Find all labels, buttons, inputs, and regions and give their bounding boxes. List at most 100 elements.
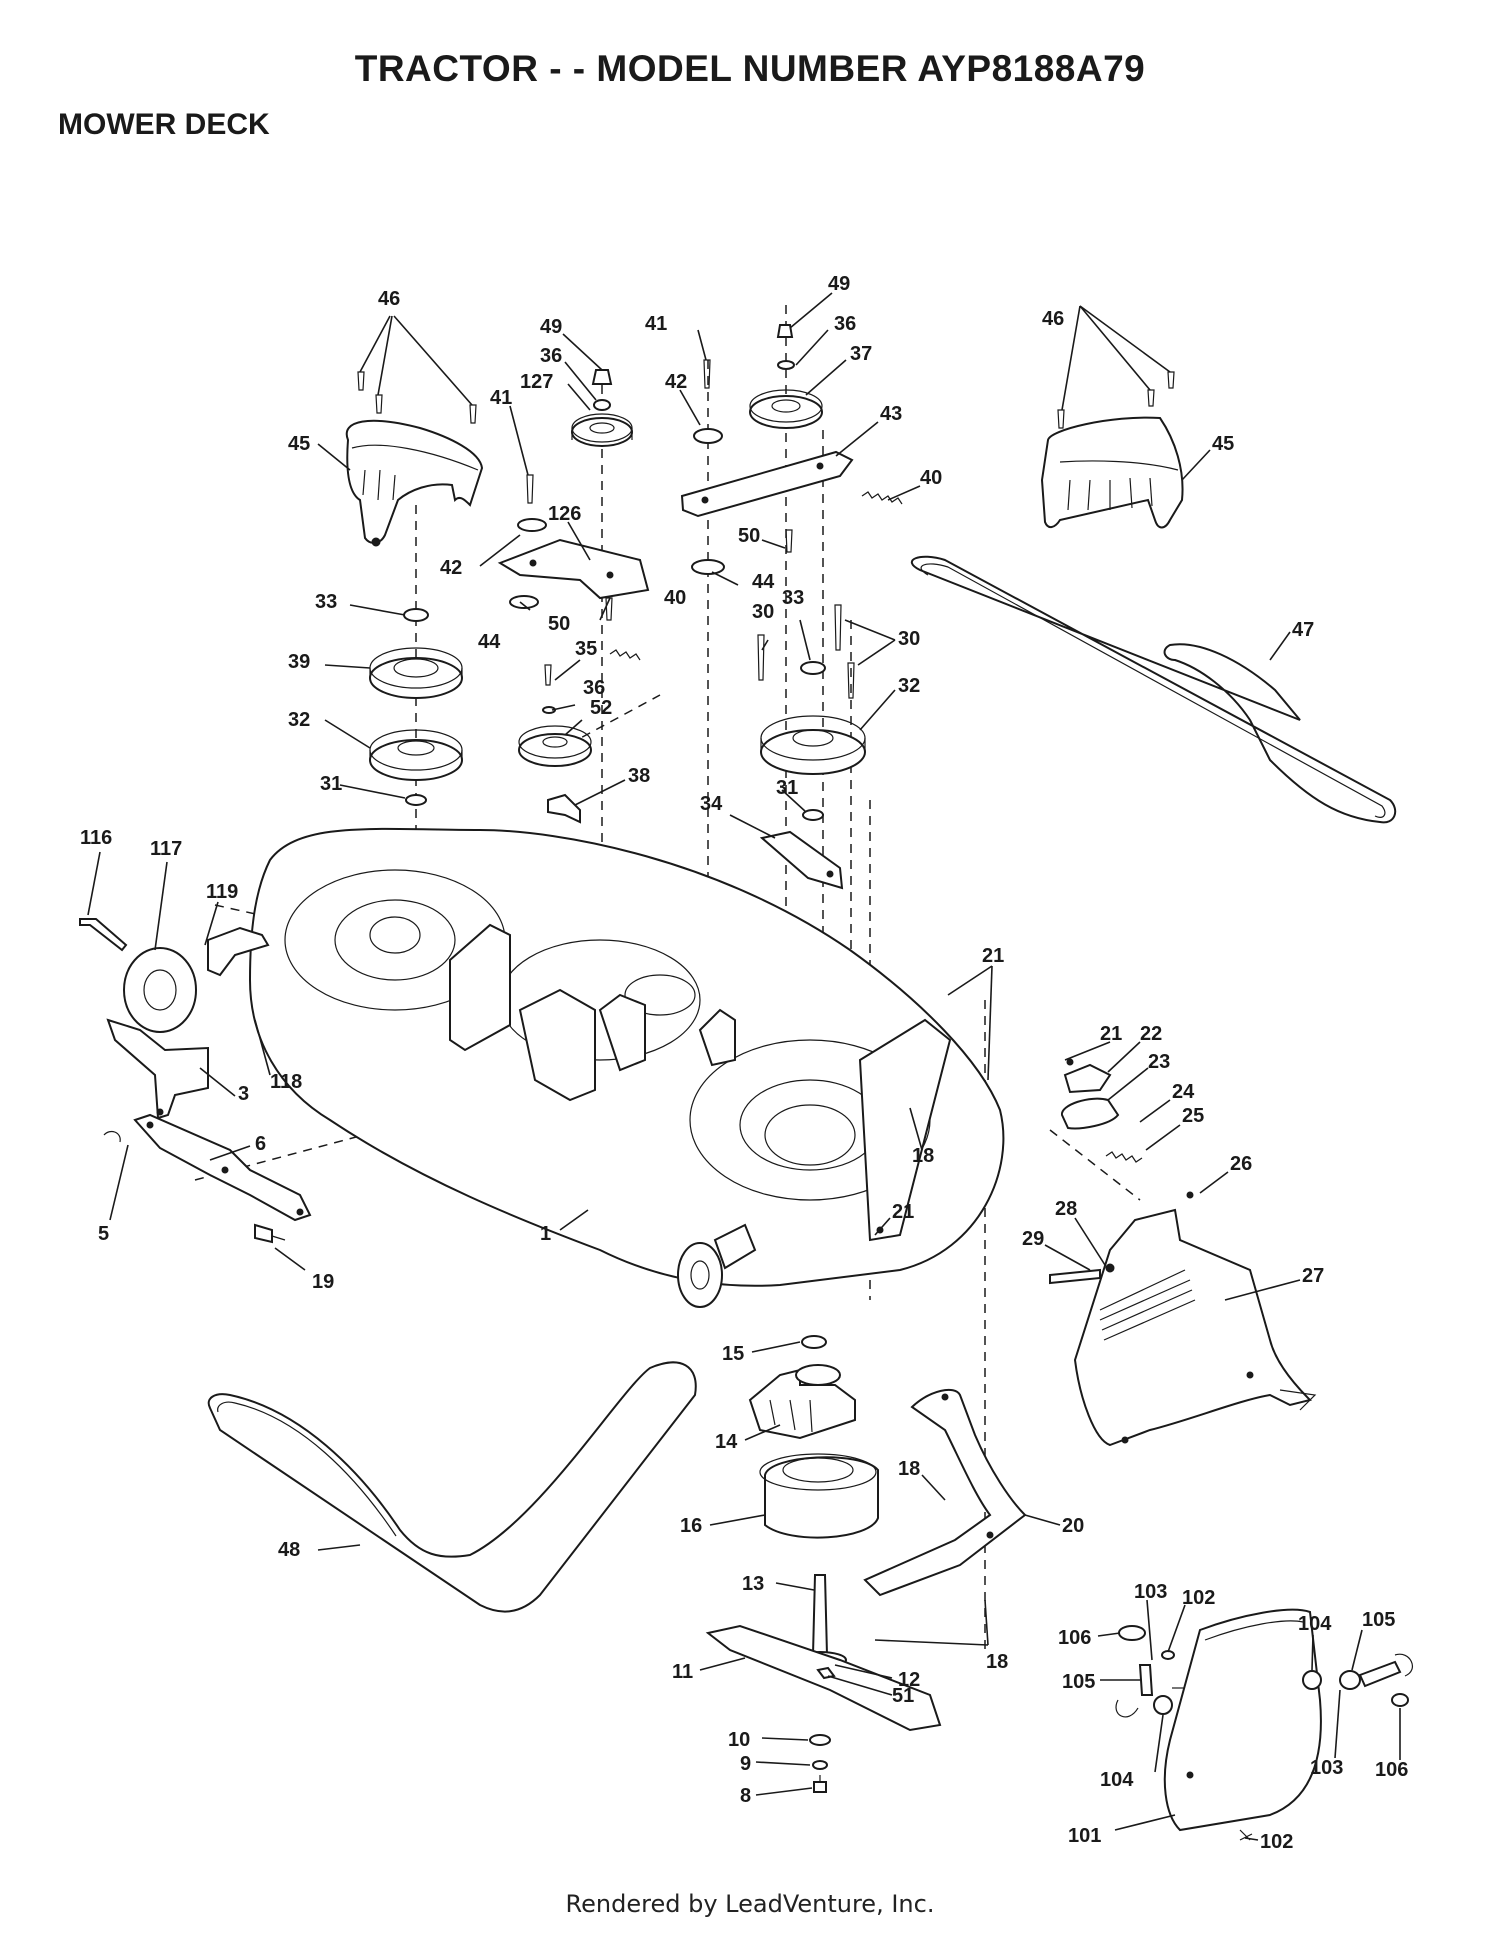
callout-24: 24 bbox=[1172, 1081, 1195, 1103]
callout-42: 42 bbox=[665, 371, 687, 393]
callout-36: 36 bbox=[540, 345, 562, 367]
callout-12: 12 bbox=[898, 1669, 920, 1691]
callout-103: 103 bbox=[1310, 1757, 1343, 1779]
callout-22: 22 bbox=[1140, 1023, 1162, 1045]
callout-19: 19 bbox=[312, 1271, 334, 1293]
page-title: TRACTOR - - MODEL NUMBER AYP8188A79 bbox=[354, 48, 1146, 89]
callout-labels: 46 45 49 36 127 41 42 126 41 42 49 36 37… bbox=[80, 273, 1408, 1853]
callout-37: 37 bbox=[850, 343, 872, 365]
callout-46: 46 bbox=[1042, 308, 1064, 330]
callout-18: 18 bbox=[898, 1458, 920, 1480]
belt-cover-right bbox=[1040, 371, 1184, 529]
callout-32: 32 bbox=[898, 675, 920, 697]
callout-32: 32 bbox=[288, 709, 310, 731]
callout-18: 18 bbox=[986, 1651, 1008, 1673]
footer-credit: Rendered by LeadVenture, Inc. bbox=[565, 1890, 935, 1918]
pulley-spindle-32-left bbox=[369, 729, 463, 806]
callout-36: 36 bbox=[583, 677, 605, 699]
callout-51: 51 bbox=[892, 1685, 914, 1707]
callout-11: 11 bbox=[672, 1661, 693, 1683]
callout-30: 30 bbox=[898, 628, 920, 650]
callout-49: 49 bbox=[828, 273, 850, 295]
callout-45: 45 bbox=[1212, 433, 1234, 455]
callout-25: 25 bbox=[1182, 1105, 1204, 1127]
blade-11 bbox=[705, 1624, 942, 1732]
callout-102: 102 bbox=[1182, 1587, 1215, 1609]
callout-50: 50 bbox=[548, 613, 570, 635]
callout-106: 106 bbox=[1058, 1627, 1091, 1649]
bracket-126 bbox=[497, 474, 650, 621]
callout-3: 3 bbox=[238, 1083, 249, 1105]
gauge-wheel-117 bbox=[79, 918, 197, 1033]
discharge-chute-27 bbox=[1049, 1208, 1317, 1447]
callout-31: 31 bbox=[776, 777, 798, 799]
callout-44: 44 bbox=[478, 631, 501, 653]
pulley-idler-37 bbox=[749, 324, 823, 429]
belt-47 bbox=[911, 555, 1397, 824]
callout-127: 127 bbox=[520, 371, 553, 393]
callout-18: 18 bbox=[912, 1145, 934, 1167]
callout-103: 103 bbox=[1134, 1581, 1167, 1603]
springs-40 bbox=[609, 491, 1143, 1163]
callout-21: 21 bbox=[982, 945, 1004, 967]
callout-36: 36 bbox=[834, 313, 856, 335]
callout-23: 23 bbox=[1148, 1051, 1170, 1073]
callout-104: 104 bbox=[1100, 1769, 1134, 1791]
callout-126: 126 bbox=[548, 503, 581, 525]
clip-5 bbox=[103, 1130, 121, 1143]
callout-42: 42 bbox=[440, 557, 462, 579]
callout-1: 1 bbox=[540, 1223, 551, 1245]
callout-10: 10 bbox=[728, 1729, 750, 1751]
callout-106: 106 bbox=[1375, 1759, 1408, 1781]
callout-119: 119 bbox=[206, 881, 238, 903]
callout-39: 39 bbox=[288, 651, 310, 673]
callout-33: 33 bbox=[315, 591, 337, 613]
mower-deck bbox=[207, 827, 1005, 1308]
rod-6 bbox=[133, 1113, 312, 1222]
callout-26: 26 bbox=[1230, 1153, 1252, 1175]
callout-27: 27 bbox=[1302, 1265, 1324, 1287]
callout-117: 117 bbox=[150, 838, 182, 860]
callout-9: 9 bbox=[740, 1753, 751, 1775]
pulley-idler-52 bbox=[518, 664, 592, 767]
callout-15: 15 bbox=[722, 1343, 744, 1365]
callout-5: 5 bbox=[98, 1223, 109, 1245]
callout-40: 40 bbox=[664, 587, 686, 609]
bracket-38 bbox=[547, 793, 581, 824]
mulch-cover-101 bbox=[1163, 1608, 1322, 1832]
callout-30: 30 bbox=[752, 601, 774, 623]
callout-104: 104 bbox=[1298, 1613, 1332, 1635]
bracket-3 bbox=[106, 1018, 209, 1120]
hardware-10-9-8 bbox=[809, 1734, 831, 1793]
bracket-43 bbox=[680, 359, 854, 575]
callout-46: 46 bbox=[378, 288, 400, 310]
callout-105: 105 bbox=[1062, 1671, 1095, 1693]
callout-29: 29 bbox=[1022, 1228, 1044, 1250]
callout-43: 43 bbox=[880, 403, 902, 425]
callout-47: 47 bbox=[1292, 619, 1314, 641]
callout-118: 118 bbox=[270, 1071, 302, 1093]
callout-31: 31 bbox=[320, 773, 342, 795]
callout-20: 20 bbox=[1062, 1515, 1084, 1537]
callout-38: 38 bbox=[628, 765, 650, 787]
callout-49: 49 bbox=[540, 316, 562, 338]
callout-33: 33 bbox=[782, 587, 804, 609]
callout-105: 105 bbox=[1362, 1609, 1395, 1631]
spindle-housing-14 bbox=[748, 1335, 856, 1440]
callout-41: 41 bbox=[645, 313, 667, 335]
callout-28: 28 bbox=[1055, 1198, 1077, 1220]
callout-40: 40 bbox=[920, 467, 942, 489]
callout-16: 16 bbox=[680, 1515, 702, 1537]
callout-13: 13 bbox=[742, 1573, 764, 1595]
belt-cover-left bbox=[345, 371, 484, 547]
pulley-idler-127 bbox=[571, 369, 633, 447]
callout-116: 116 bbox=[80, 827, 112, 849]
callout-102: 102 bbox=[1260, 1831, 1293, 1853]
bracket-20 bbox=[863, 1388, 1027, 1597]
callout-21: 21 bbox=[892, 1201, 914, 1223]
callout-45: 45 bbox=[288, 433, 310, 455]
bracket-22-23 bbox=[1061, 1058, 1194, 1199]
bolt-19 bbox=[254, 1223, 286, 1244]
